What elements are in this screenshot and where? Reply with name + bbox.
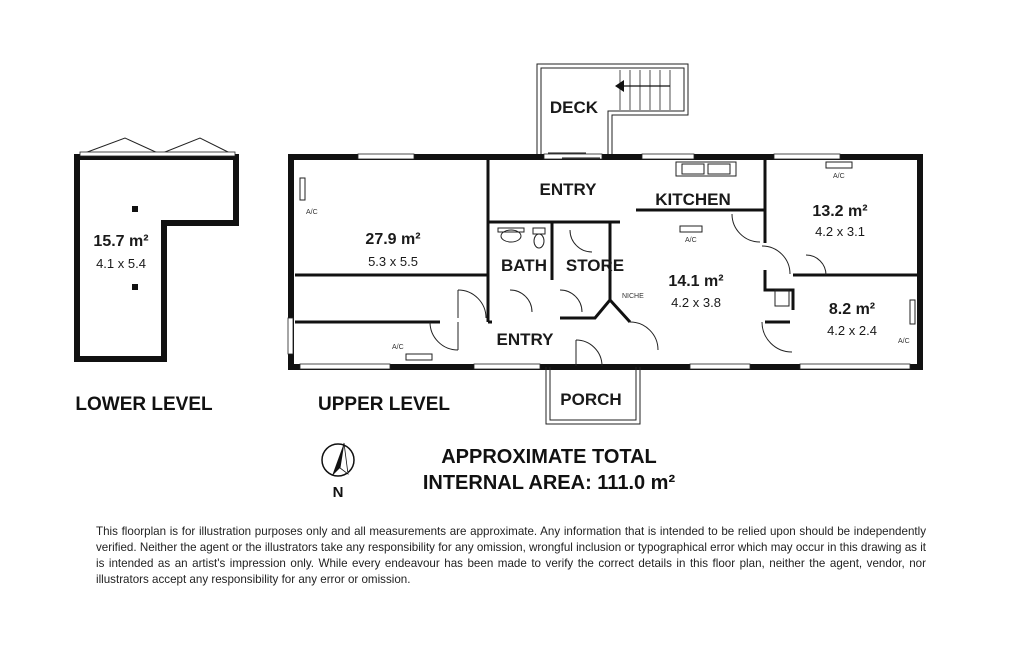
dining-dims: 4.2 x 3.8 [671,295,721,310]
ac-label-bed2: A/C [898,338,910,345]
north-arrow-icon [321,442,355,477]
ac-label-living: A/C [306,209,318,216]
deck-label: DECK [550,98,599,117]
disclaimer-text: This floorplan is for illustration purpo… [96,525,926,586]
lower-level-label: LOWER LEVEL [75,394,213,415]
ac-label-dining: A/C [685,237,697,244]
ac-label-bed1: A/C [833,173,845,180]
kitchen-label: KITCHEN [655,190,731,209]
bed2-dims: 4.2 x 2.4 [827,323,877,338]
lower-room-dims: 4.1 x 5.4 [96,256,146,271]
entry-top-label: ENTRY [540,180,598,199]
upper-level-label: UPPER LEVEL [318,394,450,415]
porch-label: PORCH [560,390,621,409]
living-dims: 5.3 x 5.5 [368,254,418,269]
bed2-area: 8.2 m² [829,301,875,318]
total-area-line2: INTERNAL AREA: 111.0 m² [423,472,676,494]
bath-label: BATH [501,256,547,275]
total-area-line1: APPROXIMATE TOTAL [441,446,657,468]
lower-level-plan: 15.7 m² 4.1 x 5.4 [74,137,239,362]
lower-room-area: 15.7 m² [93,233,148,250]
living-area: 27.9 m² [365,231,420,248]
dining-area: 14.1 m² [668,273,723,290]
ac-label-entry: A/C [392,344,404,351]
deck: DECK [536,63,689,157]
niche-label: NICHE [622,293,644,300]
north-label: N [333,484,344,501]
bed1-dims: 4.2 x 3.1 [815,224,865,239]
store-label: STORE [566,256,624,275]
bed1-area: 13.2 m² [812,203,867,220]
upper-level-plan: A/C A/C A/C A/C A/C 27.9 m² 5.3 x 5.5 EN… [287,152,923,425]
entry-bottom-label: ENTRY [497,330,555,349]
